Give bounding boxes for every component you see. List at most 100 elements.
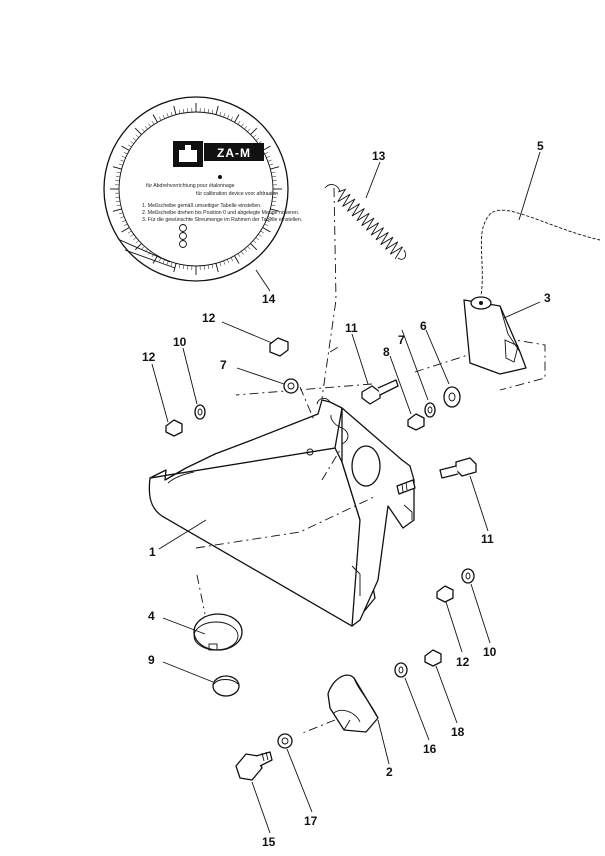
disc-scale-ticks: [110, 103, 282, 275]
disc-tick: [260, 230, 265, 234]
disc-tick: [258, 234, 262, 237]
callout-16: 16: [423, 742, 437, 756]
disc-tick: [244, 125, 248, 130]
disc-tick: [271, 204, 276, 207]
disc-tick: [266, 155, 271, 158]
disc-tick: [270, 166, 280, 170]
disc-tick: [112, 208, 122, 212]
disc-tick: [241, 123, 244, 127]
callout-11-lower: 11: [481, 532, 494, 546]
washer-7-left: [283, 378, 299, 394]
disc-tick: [227, 114, 230, 119]
disc-tick: [130, 141, 134, 144]
callout-17: 17: [304, 814, 318, 828]
disc-tick: [237, 120, 241, 125]
disc-tick: [223, 113, 226, 118]
disc-tick: [118, 212, 123, 215]
disc-tick: [120, 159, 125, 162]
disc-tick: [123, 223, 128, 226]
disc-instruction-3: 3. Für die gewünschte Streumenge im Rahm…: [142, 217, 302, 223]
disc-tick: [267, 159, 272, 162]
nut-8: [407, 413, 425, 431]
callout-12-right: 12: [456, 655, 470, 669]
disc-tick: [166, 113, 169, 118]
callout-15: 15: [262, 835, 276, 849]
disc-tick: [123, 152, 128, 155]
rubber-knob: [212, 675, 240, 697]
disc-tick: [253, 240, 257, 244]
callout-7-right: 7: [398, 333, 405, 347]
disc-tick: [207, 265, 209, 270]
callout-12-left: 12: [142, 350, 156, 364]
callout-10-left: 10: [173, 335, 187, 349]
disc-brand-plate: [204, 143, 264, 161]
disc-tick: [250, 243, 258, 251]
disc-tick: [250, 127, 258, 135]
disc-tick: [247, 246, 251, 250]
washer-10-right: [461, 568, 475, 584]
disc-tick: [267, 216, 272, 219]
callout-4: 4: [148, 609, 155, 623]
washer-7-right: [424, 402, 436, 418]
disc-tick: [234, 114, 240, 123]
callout-8: 8: [383, 345, 390, 359]
washer-17: [277, 733, 293, 749]
disc-tick: [264, 223, 269, 226]
tension-spring: [324, 184, 407, 260]
disc-tick: [170, 111, 173, 116]
angle-plate-body: [463, 299, 527, 375]
disc-tick: [255, 237, 260, 241]
disc-tick: [227, 259, 230, 264]
disc-tick: [219, 111, 222, 116]
disc-tick: [116, 204, 121, 207]
disc-tick: [264, 152, 269, 155]
disc-tick: [234, 255, 240, 264]
bracket-large-hole: [351, 445, 381, 487]
disc-tick: [244, 248, 248, 253]
disc-tick: [215, 263, 219, 273]
disc-tick: [262, 227, 271, 233]
disc-center-hole: [218, 175, 222, 179]
bolt-11-upper: [361, 379, 399, 405]
callout-3: 3: [544, 291, 551, 305]
disc-tick: [135, 134, 139, 138]
disc-tick: [134, 243, 142, 251]
bolt-15: [235, 751, 273, 781]
disc-tick: [159, 116, 162, 121]
disc-brand: ZA-M: [217, 146, 251, 160]
disc-tick: [183, 108, 185, 113]
disc-tick: [255, 137, 260, 141]
disc-tick: [269, 212, 274, 215]
disc-tick: [121, 145, 130, 151]
disc-tick: [247, 128, 251, 132]
disc-tick: [230, 116, 233, 121]
disc-tick: [134, 127, 142, 135]
disc-tick: [116, 171, 121, 174]
disc-tick: [130, 234, 134, 237]
callout-10-right: 10: [483, 645, 497, 659]
disc-tick: [178, 109, 181, 114]
callout-7-left: 7: [220, 358, 227, 372]
disc-tick: [211, 109, 214, 114]
disc-tick: [120, 216, 125, 219]
disc-tick: [271, 171, 276, 174]
disc-tick: [266, 220, 271, 223]
disc-tick: [121, 227, 130, 233]
disc-instruction-2: 2. Meßscheibe drehen bis Position 0 und …: [142, 210, 299, 216]
disc-tick: [141, 128, 145, 132]
disc-tick: [132, 137, 137, 141]
callout-11-upper: 11: [345, 321, 358, 335]
disc-tick: [230, 257, 233, 262]
disc-logo-tractor-icon: [179, 145, 197, 162]
disc-tick: [162, 114, 165, 119]
callout-12-top: 12: [202, 311, 216, 325]
disc-tick: [115, 200, 120, 202]
callout-2: 2: [386, 765, 393, 779]
nut-12-left: [165, 419, 183, 437]
nut-12-top: [269, 337, 289, 357]
disc-tick: [223, 260, 226, 265]
disc-tick: [152, 255, 158, 264]
washer-6: [443, 386, 461, 408]
